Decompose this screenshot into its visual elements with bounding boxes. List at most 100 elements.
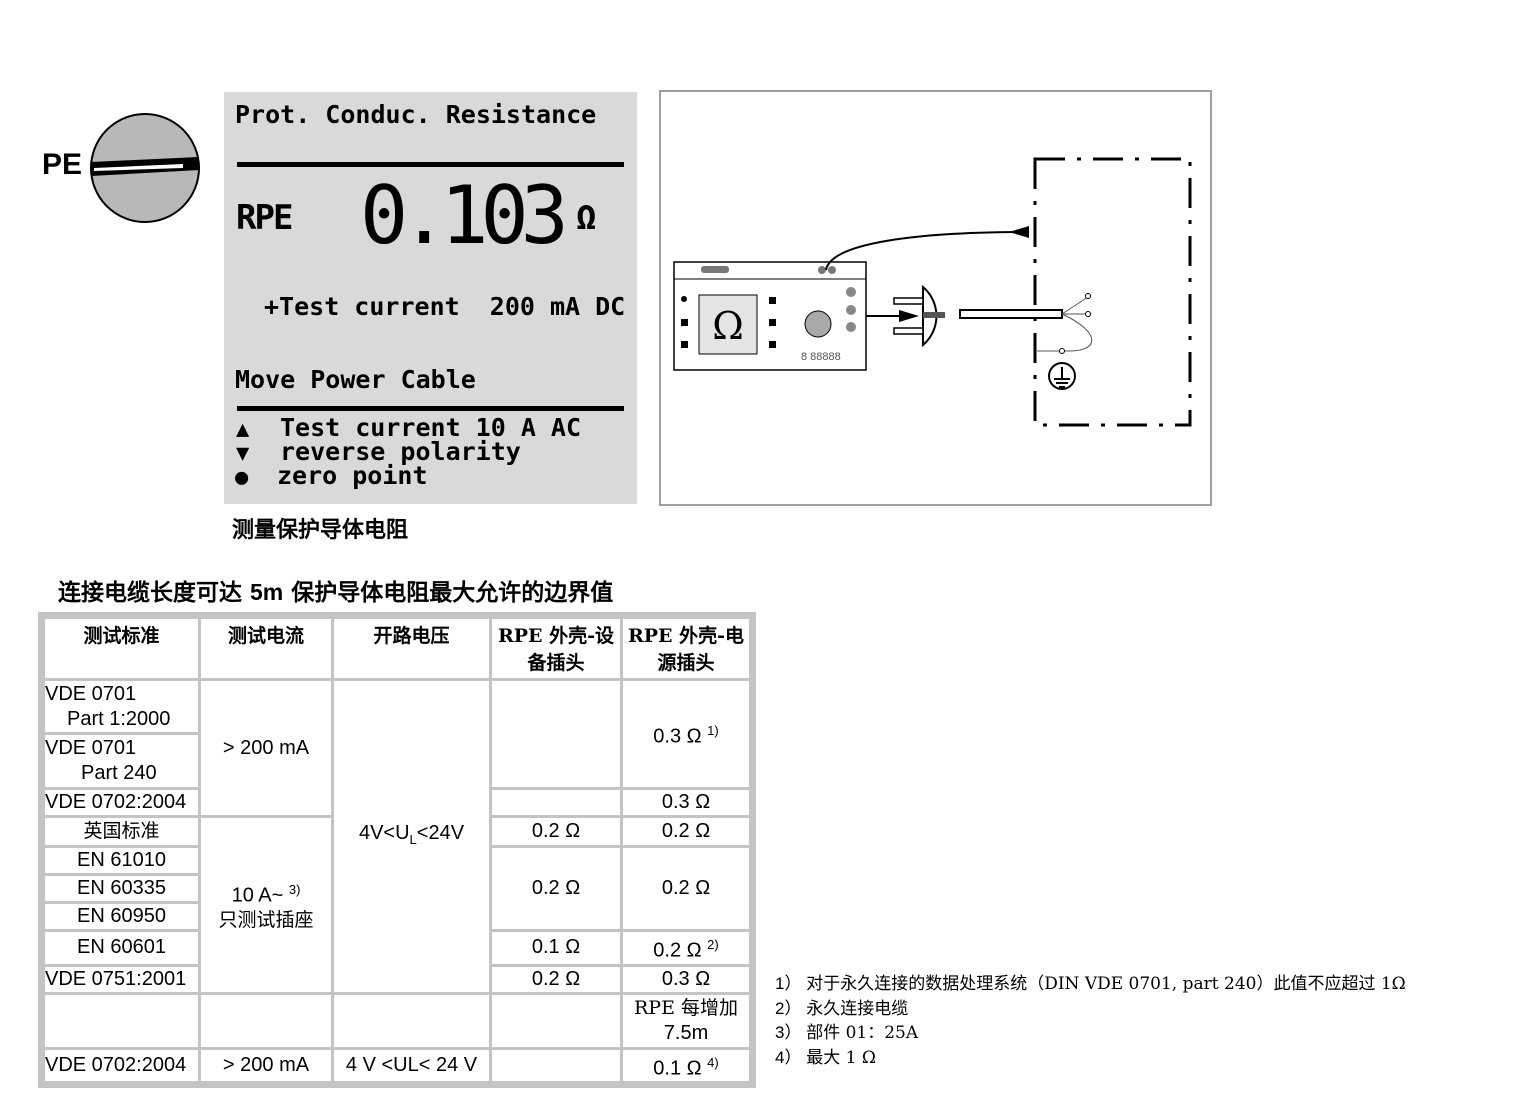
std-cell: EN 60950 [42,901,201,932]
empty-cell [198,991,334,1050]
table-row: VDE 0751:2001 0.2 Ω 0.3 Ω [42,963,752,995]
std-cell: VDE 0702:2004 [42,1046,201,1085]
empty-cell [489,1046,623,1085]
v: 0.1 Ω [653,1057,702,1080]
std-part: Part 240 [81,762,157,784]
footnote: 4） 最大 1 Ω [775,1046,1406,1071]
lcd-title: Prot. Conduc. Resistance [235,100,597,129]
std-cell: EN 60335 [42,873,201,904]
footnote: 1） 对于永久连接的数据处理系统（DIN VDE 0701, part 240）… [775,972,1406,997]
current-cell: > 200 mA [198,678,334,818]
table-row: EN 60335 [42,873,751,904]
table-row: EN 60601 0.1 Ω 0.2 Ω 2) [42,929,752,967]
footnote-number: 3） [775,1023,802,1042]
std-cell: VDE 0751:2001 [42,963,201,995]
device-cell: 0.2 Ω [489,963,623,995]
std: VDE 0701 [45,682,137,705]
footnote-ref: 1) [707,723,719,739]
table-row: EN 60950 [42,901,751,932]
v: 4V<U [358,821,410,844]
std: VDE 0701 [45,737,137,759]
v: 0.3 Ω [653,725,702,748]
v: <24V [416,821,465,844]
std-cell: VDE 0702:2004 [42,787,201,818]
test-current-info: +Test current 200 mA DC [264,292,626,321]
header-rpe-mains: RPE 外壳-电源插头 [620,616,752,681]
lcd-display: Prot. Conduc. Resistance RPE 0.103 Ω +Te… [224,92,637,504]
empty-cell [489,787,623,818]
per-length-note: RPE 每增加 [634,996,738,1019]
device-cell: 0.2 Ω [489,845,623,932]
enter-button-icon: ● [235,465,249,490]
voltage-cell: 4 V <UL< 24 V [331,1046,492,1085]
device-cell: 0.1 Ω [489,929,623,967]
footnotes: 1） 对于永久连接的数据处理系统（DIN VDE 0701, part 240）… [775,972,1406,1070]
down-arrow-icon: ▼ [236,441,250,466]
divider [237,406,624,411]
title-text: 连接电缆长度可达 [58,579,251,606]
v: 10 A~ [231,884,284,907]
header-rpe-device: RPE 外壳-设备插头 [489,616,623,681]
footnote-number: 2） [775,998,802,1018]
mains-cell: 0.3 Ω [620,787,752,818]
v: 0.2 Ω [653,939,702,962]
table-title: 连接电缆长度可达 5m 保护导体电阻最大允许的边界值 [58,573,613,607]
selector-label: PE [42,148,83,181]
option-zero-point[interactable]: zero point [277,461,428,490]
option-test-current[interactable]: Test current 10 A AC [280,413,582,442]
table-row: VDE 0702:2004 0.3 Ω [42,787,752,818]
current-cell: 10 A~ 3) 只测试插座 [198,815,334,995]
svg-text:Ω: Ω [712,304,744,348]
option-reverse-polarity[interactable]: reverse polarity [280,437,521,466]
std-cell: EN 61010 [42,845,201,876]
up-arrow-icon: ▲ [236,417,250,442]
empty-cell [42,991,201,1050]
rotary-switch-icon [90,113,200,223]
header-standard: 测试标准 [42,616,201,681]
footnote-ref: 2) [707,937,719,952]
limit-values-table: 测试标准 测试电流 开路电压 RPE 外壳-设备插头 RPE 外壳-电源插头 V… [38,612,756,1089]
footnote-ref: 3) [288,881,301,897]
voltage-cell: 4V<UL<24V [331,678,492,995]
mains-cell: 0.3 Ω 1) [620,678,752,790]
footnote-number: 4） [775,1047,802,1067]
device-cell: 0.2 Ω [489,815,623,848]
current-note: 只测试插座 [218,909,314,932]
footnote-text: 对于永久连接的数据处理系统（DIN VDE 0701, part 240）此值不… [806,974,1406,994]
svg-text:8 88888: 8 88888 [801,351,841,363]
v-sub: L [409,831,417,847]
instruction-text: Move Power Cable [235,365,476,394]
footnote-text: 最大 1 Ω [806,1047,876,1068]
table-row: EN 61010 0.2 Ω 0.2 Ω [42,845,752,932]
current-cell: > 200 mA [198,1046,334,1085]
std-cell: EN 60601 [42,929,201,967]
rpe-symbol: RPE [236,198,293,238]
length: 7.5m [663,1021,709,1044]
connection-diagram: Ω 8 88888 [659,90,1212,506]
footnote-text: 永久连接电缆 [806,998,909,1019]
header-voltage: 开路电压 [331,616,492,681]
unit-ohm: Ω [576,198,597,238]
header-current: 测试电流 [198,616,334,681]
empty-cell [331,991,492,1050]
empty-cell [489,991,623,1050]
measured-value: 0.103 [360,169,569,262]
table-row: VDE 0702:2004 > 200 mA 4 V <UL< 24 V 0.1… [42,1046,752,1085]
tester-device-icon: Ω 8 88888 [673,261,867,371]
title-length: 5m [250,579,284,605]
std-cell: 英国标准 [42,815,201,848]
mains-cell: 0.1 Ω 4) [620,1046,752,1085]
std-part: Part 1:2000 [67,707,171,730]
footnote-ref: 4) [707,1054,719,1070]
title-text: 保护导体电阻最大允许的边界值 [283,579,614,606]
mains-cell: 0.2 Ω [620,845,752,932]
footnote: 3） 部件 01：25A [775,1021,1406,1046]
footnote: 2） 永久连接电缆 [775,997,1406,1022]
figure-caption: 测量保护导体电阻 [232,517,409,543]
